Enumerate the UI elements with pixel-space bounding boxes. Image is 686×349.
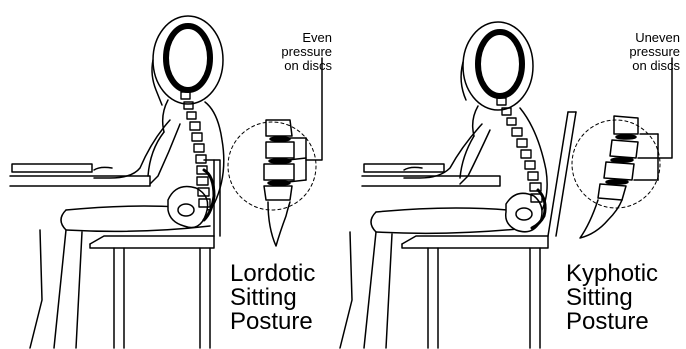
left-posture-title: Lordotic Sitting Posture — [230, 262, 350, 334]
right-pressure-note: Uneven pressure on discs — [610, 31, 680, 73]
left-disc-magnifier — [228, 58, 322, 246]
right-seated-figure — [340, 22, 547, 348]
right-desk — [362, 164, 500, 186]
right-posture-title: Kyphotic Sitting Posture — [566, 262, 686, 334]
right-chair — [402, 112, 576, 348]
left-seated-figure — [30, 16, 224, 348]
right-disc-magnifier — [572, 58, 672, 238]
left-pressure-note: Even pressure on discs — [262, 31, 332, 73]
